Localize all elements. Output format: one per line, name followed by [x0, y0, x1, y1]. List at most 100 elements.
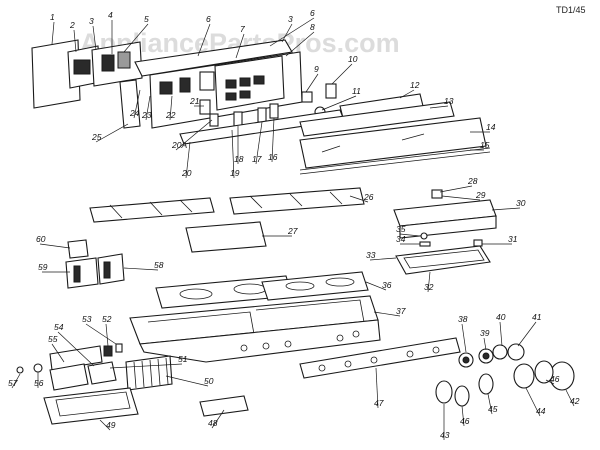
callout-label: 34 [396, 234, 406, 244]
callout-label: 20 [181, 168, 192, 178]
callout-label: 14 [486, 122, 496, 132]
part-front-strip-48 [299, 337, 461, 379]
part-knob-hole-1 [240, 344, 248, 352]
callout-label: 52 [102, 314, 112, 324]
callout-label: 57 [8, 378, 18, 388]
callout-label: 53 [82, 314, 92, 324]
leader-line [11, 373, 21, 389]
callout-label: 42 [570, 396, 580, 406]
part-knob-44 [435, 380, 453, 404]
callout-label: 28 [467, 176, 478, 186]
part-grille-51-slats [133, 357, 169, 389]
leader-line [487, 393, 493, 415]
leader-line [185, 141, 191, 179]
part-box-50-inner [55, 391, 131, 417]
leader-line [109, 363, 183, 369]
leader-line [197, 23, 211, 57]
part-clock-button-4 [225, 92, 237, 101]
callout-label: 54 [54, 322, 64, 332]
callout-label: 6 [206, 14, 211, 24]
part-knob-40-hub [482, 352, 490, 360]
leader-line [133, 89, 141, 119]
callout-label: 1 [50, 12, 55, 22]
leader-line [51, 343, 65, 363]
leader-line [545, 379, 555, 385]
leader-line [369, 257, 397, 261]
part-ignition-60 [65, 257, 99, 289]
callout-label: 23 [141, 110, 152, 120]
part-knob-47 [454, 385, 470, 407]
part-switch-b [179, 77, 191, 93]
leader-line [499, 321, 503, 347]
callout-label: 12 [410, 80, 420, 90]
part-burner-tray-right [261, 271, 369, 301]
callout-label: 24 [129, 108, 140, 118]
leader-line [51, 21, 55, 45]
part-knob-hole-3 [284, 340, 292, 348]
leader-line [85, 323, 117, 345]
part-clock-button-3 [253, 75, 265, 85]
part-ignition-60-core [73, 265, 81, 283]
parts-group [16, 39, 575, 425]
callout-label: 11 [352, 86, 361, 96]
leader-line [399, 89, 415, 99]
part-piece-21 [209, 113, 219, 127]
part-burner-ring-4 [325, 277, 355, 287]
part-knob-46 [478, 373, 494, 395]
part-piece-35 [419, 241, 431, 247]
callout-label: 58 [154, 260, 164, 270]
callout-label: 47 [374, 398, 384, 408]
part-regulator-core [101, 54, 115, 72]
part-piece-29 [431, 189, 443, 199]
leader-line [269, 17, 315, 47]
part-switch-a [159, 81, 173, 95]
callout-label: 35 [396, 224, 406, 234]
part-grate-left [89, 197, 215, 223]
callout-label: 19 [230, 168, 240, 178]
callout-label: 26 [363, 192, 374, 202]
part-panel-52 [49, 345, 103, 371]
callout-label: 17 [252, 154, 262, 164]
leader-line [57, 331, 95, 367]
callout-label: 10 [348, 54, 358, 64]
leader-line [73, 29, 77, 53]
callout-label: 8 [310, 22, 315, 32]
callout-label: 56 [34, 378, 44, 388]
part-burner-ring-1 [179, 288, 213, 300]
part-screw-57 [33, 363, 43, 373]
leader-line [92, 25, 97, 51]
part-piece-32 [473, 239, 483, 247]
leader-line [461, 405, 465, 427]
callout-label: 36 [382, 280, 392, 290]
callout-label: 44 [536, 406, 546, 416]
part-clock-button-2 [239, 77, 251, 87]
leader-line [99, 419, 111, 431]
leader-line [439, 185, 473, 193]
callout-label: 41 [532, 312, 542, 322]
callout-label: 3 [288, 14, 293, 24]
part-knob-39-hub [462, 356, 470, 364]
leader-line [375, 367, 379, 409]
leader-line [349, 195, 369, 203]
callout-label: 33 [366, 250, 376, 260]
part-regulator [91, 41, 143, 87]
callout-label: 40 [496, 312, 506, 322]
leader-line [105, 323, 109, 347]
leader-line [39, 243, 71, 249]
callout-label: 13 [444, 96, 454, 106]
leader-line [441, 195, 481, 201]
part-knob-hole-2 [262, 342, 270, 350]
leader-line [429, 105, 449, 109]
part-glass-15 [299, 117, 487, 169]
part-grille-51 [125, 355, 173, 391]
part-piece-18 [257, 107, 267, 123]
callout-label: 16 [268, 152, 278, 162]
leader-line [95, 123, 129, 143]
leader-line [145, 95, 151, 121]
callout-label: 38 [458, 314, 468, 324]
part-drip-pan-inner [403, 249, 485, 269]
callout-label: 31 [508, 234, 518, 244]
leader-line [321, 95, 357, 111]
